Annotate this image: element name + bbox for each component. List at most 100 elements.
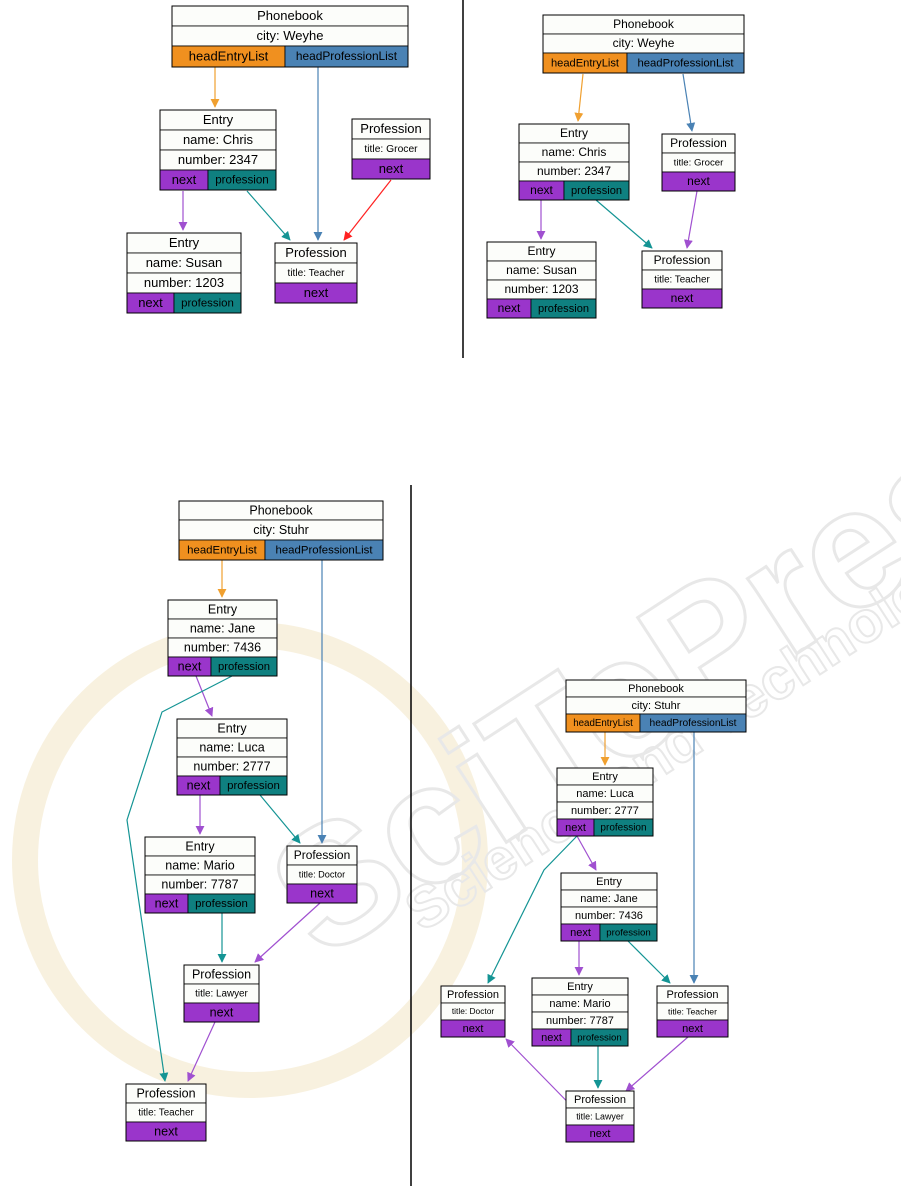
node-field-label: profession xyxy=(577,1033,621,1044)
node-border xyxy=(656,985,729,1038)
node-field-label: next xyxy=(463,1023,484,1035)
reference-arrow xyxy=(487,835,578,984)
reference-arrow xyxy=(574,73,584,122)
node-field-label: profession xyxy=(600,823,646,834)
node-field-label: title: Teacher xyxy=(288,268,346,279)
node-field-label: name: Mario xyxy=(165,858,235,872)
node-field-label: number: 7787 xyxy=(161,877,238,891)
node-field-label: next xyxy=(671,291,694,305)
node-field-label: next xyxy=(172,172,197,187)
node-border xyxy=(531,977,629,1047)
node-field-label: headEntryList xyxy=(551,57,620,69)
node-field-label: title: Doctor xyxy=(452,1006,495,1016)
node-field-label: title: Teacher xyxy=(668,1006,717,1016)
node-border xyxy=(167,599,278,677)
node-field-label: title: Lawyer xyxy=(195,989,248,1000)
object-node-profession: Profession title: Lawyer next xyxy=(183,964,260,1023)
node-field-label: Phonebook xyxy=(613,17,675,31)
node-field-label: Profession xyxy=(294,848,350,862)
node-field-label: name: Luca xyxy=(576,788,634,800)
reference-arrow xyxy=(126,675,233,1082)
node-field-label: name: Jane xyxy=(580,893,637,905)
reference-arrow xyxy=(595,199,653,249)
node-field-label: Entry xyxy=(169,235,200,250)
node-field-label: Entry xyxy=(217,721,247,735)
node-field-label: Profession xyxy=(136,1086,195,1100)
node-field-label: name: Mario xyxy=(549,998,610,1010)
node-field-label: next xyxy=(154,1124,178,1138)
object-nodes: Phonebook city: Weyhe headEntryList headPro… xyxy=(125,5,747,1143)
node-field-label: Entry xyxy=(567,981,593,993)
node-field-label: city: Stuhr xyxy=(632,700,681,712)
node-field-label: profession xyxy=(571,185,622,197)
reference-arrow xyxy=(259,794,301,844)
node-field-label: next xyxy=(687,174,710,188)
reference-arrow xyxy=(576,835,597,871)
node-field-label: profession xyxy=(218,661,270,673)
node-field-label: profession xyxy=(606,928,650,939)
node-field-label: city: Weyhe xyxy=(257,28,324,43)
node-border xyxy=(542,14,745,74)
node-field-label: profession xyxy=(181,298,234,310)
node-field-label: headProfessionList xyxy=(275,545,373,557)
node-field-label: next xyxy=(155,896,179,910)
node-field-label: next xyxy=(682,1023,703,1035)
node-field-label: number: 7436 xyxy=(575,910,643,922)
node-border xyxy=(565,1090,635,1143)
node-field-label: next xyxy=(498,301,521,315)
node-field-label: headEntryList xyxy=(189,48,269,63)
node-field-label: Entry xyxy=(592,771,618,783)
node-field-label: number: 1203 xyxy=(144,275,224,290)
node-field-label: Entry xyxy=(208,602,238,616)
node-field-label: next xyxy=(565,822,586,834)
diagram-panel-2: Phonebook city: Weyhe headEntryList headPro… xyxy=(486,14,745,319)
node-field-label: next xyxy=(187,778,211,792)
reference-arrow xyxy=(627,940,671,984)
node-field-label: title: Teacher xyxy=(654,275,710,286)
panel-dividers xyxy=(410,0,464,1186)
node-field-label: next xyxy=(541,1032,562,1044)
node-field-label: next xyxy=(210,1005,234,1019)
node-field-label: name: Jane xyxy=(190,621,255,635)
node-border xyxy=(440,985,506,1038)
node-field-label: headProfessionList xyxy=(637,57,734,69)
node-field-label: headEntryList xyxy=(573,718,633,729)
node-border xyxy=(560,872,658,942)
node-field-label: headProfessionList xyxy=(650,718,737,729)
node-field-label: Profession xyxy=(192,967,251,981)
node-field-label: next xyxy=(304,285,329,300)
node-border xyxy=(351,118,431,180)
node-field-label: city: Weyhe xyxy=(613,36,675,50)
node-field-label: number: 2347 xyxy=(537,164,611,178)
node-field-label: name: Chris xyxy=(542,145,607,159)
node-border xyxy=(171,5,409,68)
node-field-label: name: Susan xyxy=(146,255,223,270)
node-field-label: city: Stuhr xyxy=(253,523,309,537)
node-field-label: profession xyxy=(215,174,269,187)
node-border xyxy=(176,718,288,796)
node-border xyxy=(125,1083,207,1142)
node-field-label: profession xyxy=(538,303,589,315)
node-field-label: Profession xyxy=(360,121,421,136)
node-field-label: number: 2347 xyxy=(178,152,258,167)
reference-arrow xyxy=(187,1021,216,1082)
node-border xyxy=(518,123,630,201)
node-field-label: title: Lawyer xyxy=(576,1111,624,1121)
